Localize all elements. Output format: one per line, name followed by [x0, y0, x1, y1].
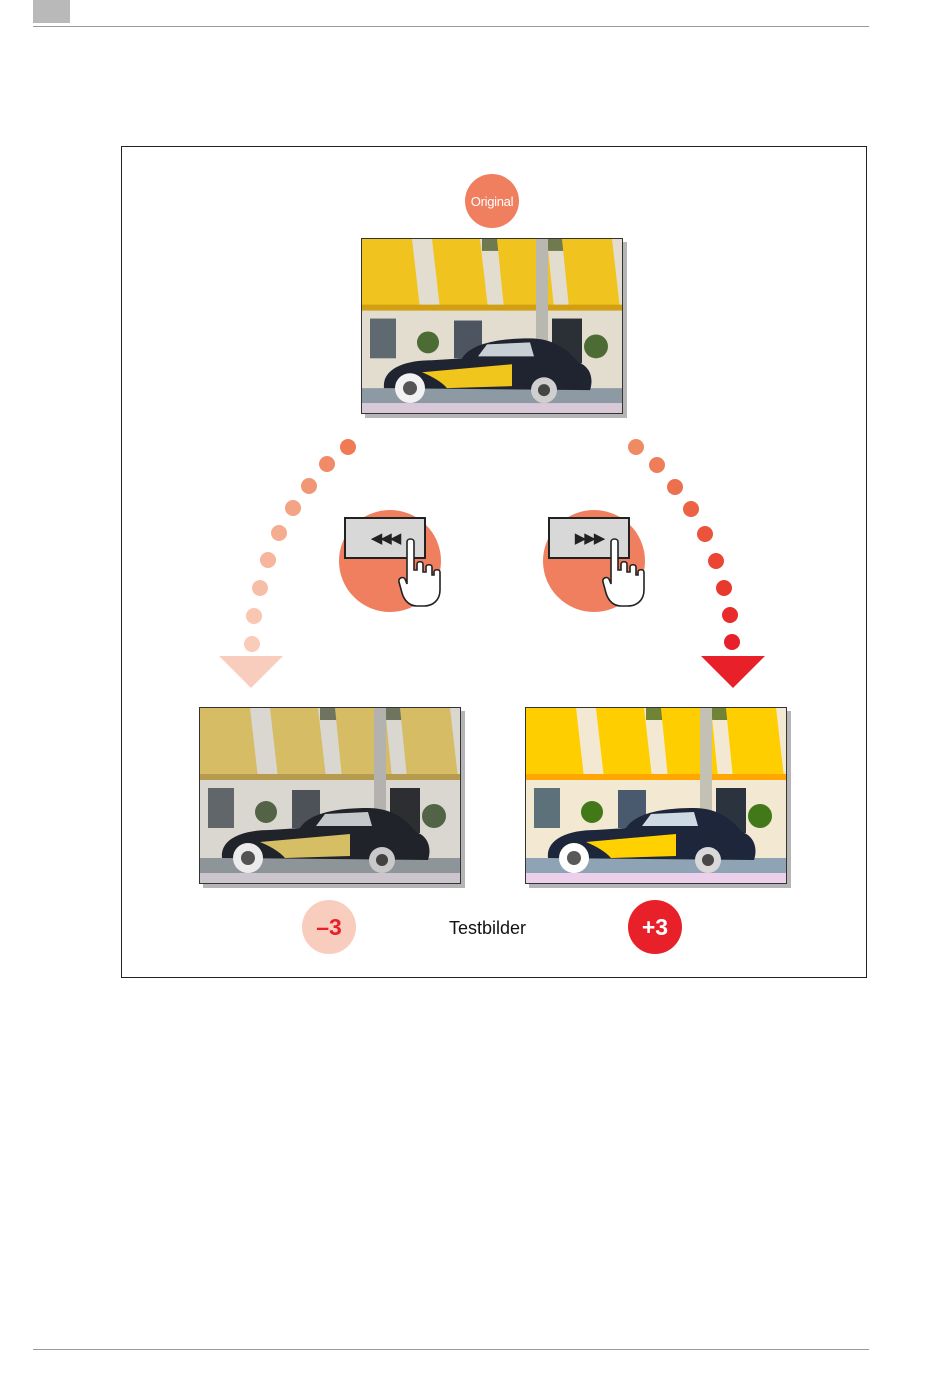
caption-testbilder: Testbilder: [449, 918, 526, 939]
badge-minus-3: –3: [302, 900, 356, 954]
photo-decreased: [199, 707, 461, 884]
increase-button-illustration: ▶▶▶: [543, 510, 653, 615]
photo-increased: [525, 707, 787, 884]
photo-original: [361, 238, 623, 414]
header-tab: [33, 0, 70, 23]
pointing-hand-icon: [397, 538, 443, 608]
arrow-decrease-head: [219, 656, 283, 688]
arrow-increase-head: [701, 656, 765, 688]
adjustment-arrows: [121, 420, 867, 700]
badge-original: Original: [465, 174, 519, 228]
pointing-hand-icon: [601, 538, 647, 608]
decrease-button-illustration: ◀◀◀: [339, 510, 449, 615]
footer-rule: [33, 1349, 869, 1350]
header-rule: [33, 26, 869, 27]
badge-plus-3: +3: [628, 900, 682, 954]
